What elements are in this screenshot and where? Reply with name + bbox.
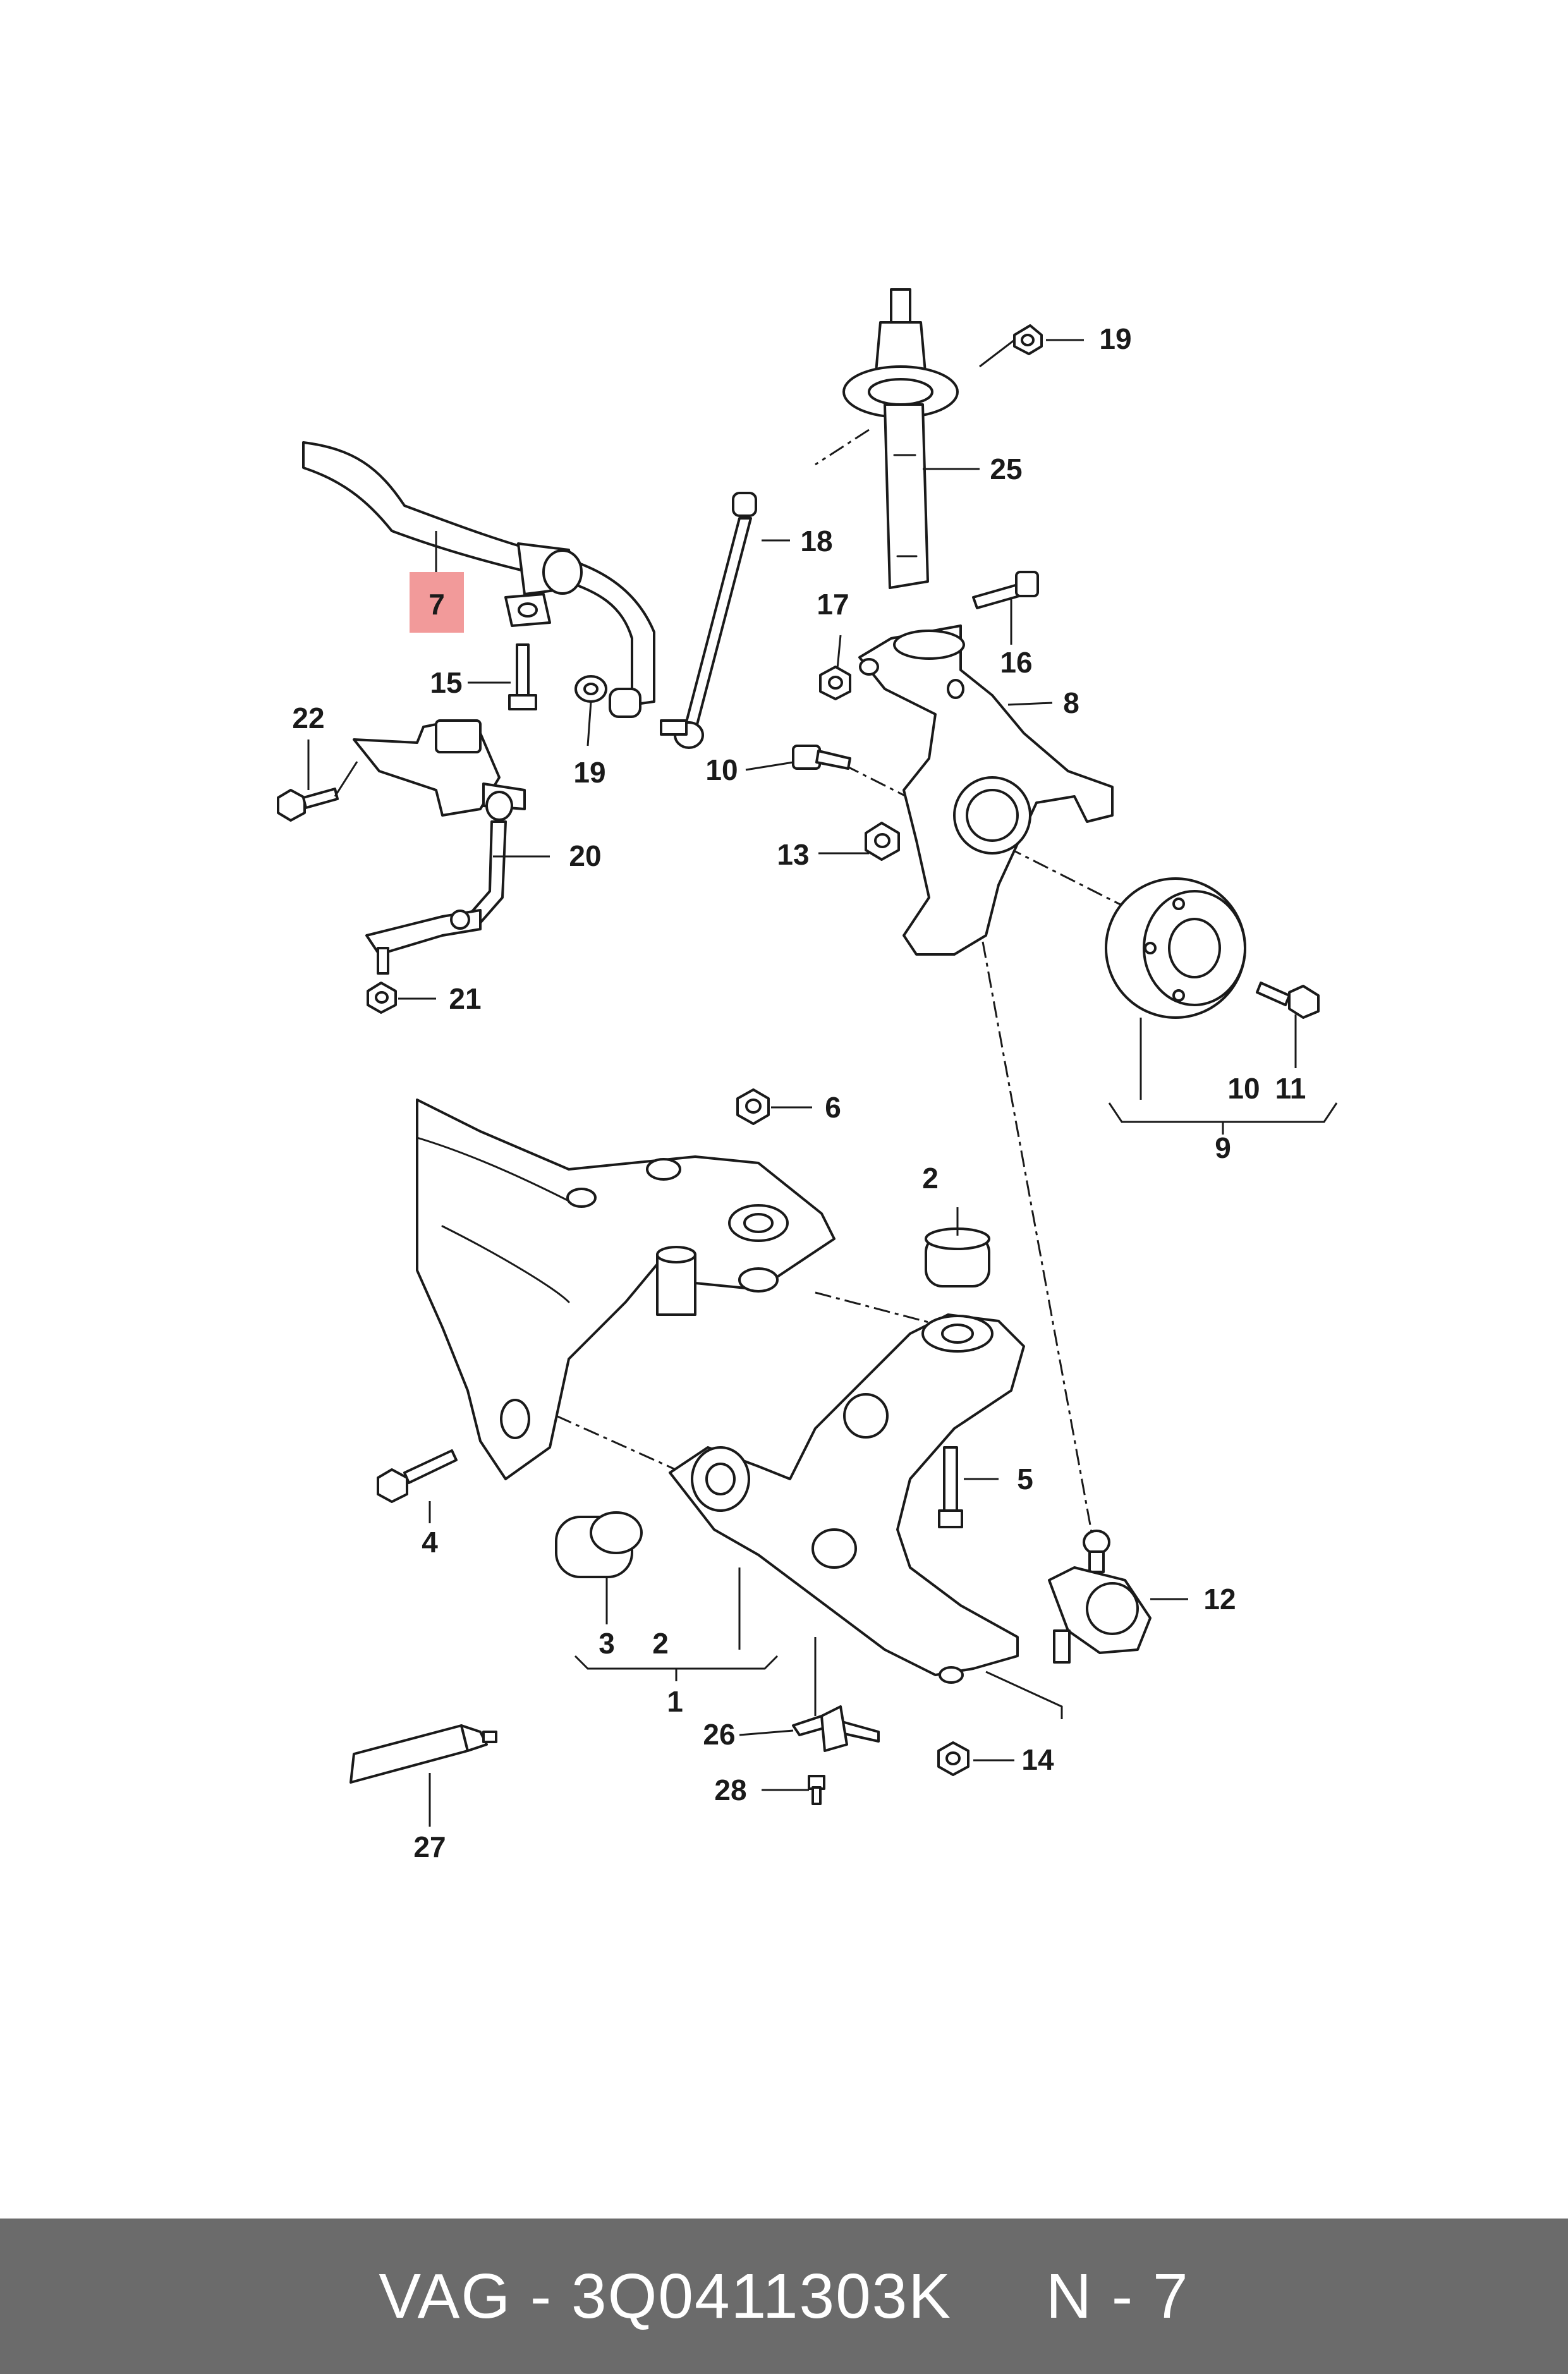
leader-lines	[307, 339, 1338, 1827]
brand-label: VAG	[379, 2260, 512, 2332]
callout-2-upper: 2	[922, 1162, 939, 1195]
stabilizer-bar	[302, 441, 655, 706]
nut-19-lower	[574, 675, 641, 718]
callout-19-lower: 19	[573, 756, 605, 789]
gap	[952, 2261, 1046, 2332]
nut-17	[819, 666, 851, 700]
bolt-15	[508, 643, 537, 710]
callout-5: 5	[1017, 1463, 1033, 1495]
callout-10-lower: 10	[1227, 1072, 1260, 1105]
callout-14: 14	[1021, 1743, 1054, 1776]
callout-10-upper: 10	[705, 753, 738, 786]
nut-13	[865, 822, 900, 861]
parts-diagram: 7 15 19 18 25 19 17 16 8 10 13 10 11 9 2…	[277, 288, 1338, 1863]
shield-26	[792, 1705, 880, 1752]
screw-28	[808, 1775, 825, 1805]
bolt-11	[1256, 982, 1320, 1019]
callout-6: 6	[825, 1091, 841, 1124]
callout-12: 12	[1203, 1583, 1236, 1616]
callout-27: 27	[413, 1830, 446, 1863]
callout-16: 16	[1000, 646, 1032, 679]
callout-3: 3	[599, 1627, 615, 1660]
callout-18: 18	[800, 525, 832, 557]
part-number: 3Q0411303K	[571, 2260, 952, 2332]
callout-9: 9	[1215, 1131, 1231, 1164]
bushing-2-upper	[925, 1227, 990, 1287]
callout-2-lower: 2	[652, 1627, 669, 1660]
callout-11: 11	[1275, 1072, 1306, 1105]
bolt-10-upper	[792, 745, 851, 770]
coupling-rod	[660, 492, 757, 749]
assembly-lines	[556, 429, 1157, 1543]
callout-19-upper: 19	[1099, 322, 1131, 355]
bolt-5	[938, 1446, 963, 1528]
highlight-box-7	[410, 572, 464, 633]
wishbone	[669, 1313, 1025, 1684]
bolt-4	[377, 1449, 458, 1503]
nut-6	[736, 1088, 770, 1125]
wheel-hub	[1105, 877, 1246, 1019]
bushing-3	[555, 1511, 643, 1578]
level-sensor	[353, 719, 526, 975]
callout-22: 22	[292, 702, 324, 734]
callout-20: 20	[569, 839, 601, 872]
part-number-banner: VAG - 3Q0411303K N - 7	[0, 2219, 1568, 2374]
callout-8: 8	[1063, 686, 1079, 719]
grease-tube	[349, 1724, 497, 1784]
callout-7: 7	[428, 588, 445, 621]
callout-labels: 7 15 19 18 25 19 17 16 8 10 13 10 11 9 2…	[292, 322, 1306, 1863]
callout-4: 4	[422, 1526, 438, 1559]
footer-text: VAG - 3Q0411303K N - 7	[379, 2260, 1189, 2333]
subframe	[416, 1099, 836, 1480]
callout-1: 1	[667, 1685, 683, 1718]
shock-absorber	[842, 288, 959, 589]
callout-21: 21	[449, 982, 481, 1015]
callout-25: 25	[990, 453, 1022, 485]
nut-14	[937, 1741, 969, 1776]
nut-21	[367, 982, 397, 1014]
callout-17: 17	[817, 588, 849, 621]
bolt-22	[277, 788, 339, 822]
callout-15: 15	[430, 666, 462, 699]
callout-13: 13	[777, 838, 809, 871]
bolt-16	[972, 571, 1039, 609]
nut-19-upper	[1013, 324, 1043, 355]
callout-28: 28	[714, 1774, 746, 1806]
separator: -	[511, 2260, 572, 2332]
ball-joint	[1048, 1530, 1152, 1664]
position-label: N - 7	[1045, 2260, 1189, 2332]
callout-26: 26	[703, 1718, 735, 1751]
wheel-bearing-housing	[858, 624, 1114, 956]
